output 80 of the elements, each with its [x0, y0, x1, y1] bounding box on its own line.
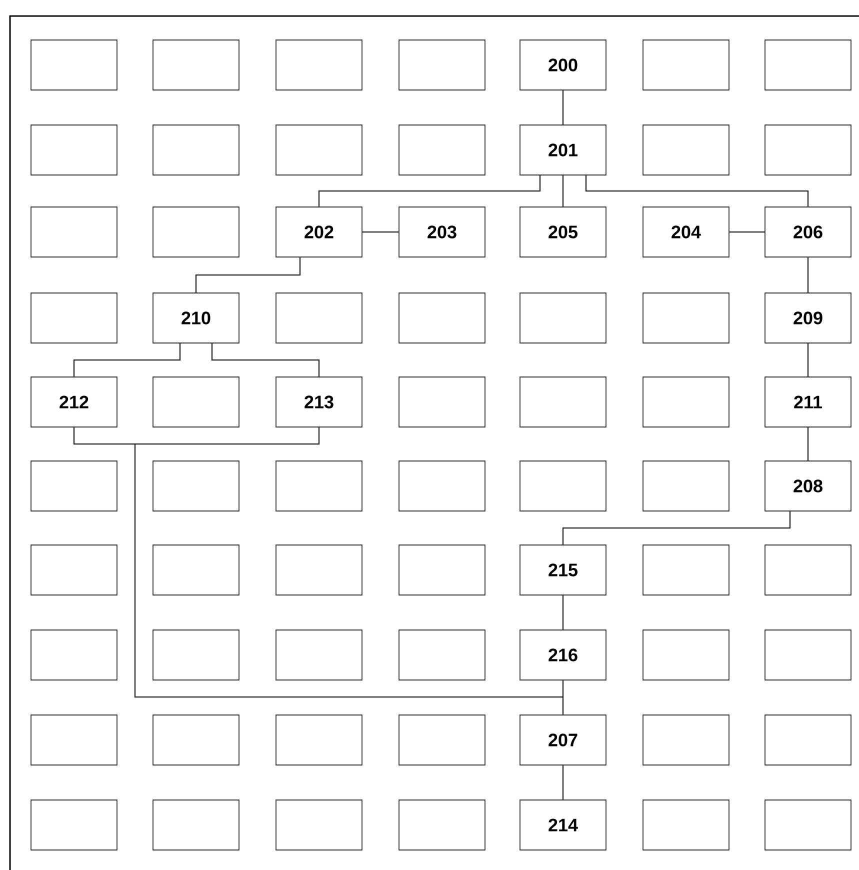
empty-box — [30, 460, 118, 512]
empty-box — [642, 460, 730, 512]
empty-box — [276, 630, 362, 680]
empty-box — [152, 376, 240, 428]
empty-box — [152, 40, 240, 90]
empty-box — [30, 630, 118, 680]
empty-box — [152, 460, 240, 512]
connector-line — [586, 174, 808, 208]
empty-box — [398, 40, 486, 90]
connector-line — [74, 342, 180, 378]
empty-box — [398, 800, 486, 850]
numbered-box: 203 — [398, 206, 486, 258]
connector-line — [562, 90, 564, 126]
numbered-box: 205 — [520, 206, 606, 258]
connector-line — [562, 174, 564, 208]
numbered-box: 207 — [520, 714, 606, 766]
empty-box — [642, 124, 730, 176]
empty-box — [642, 292, 730, 344]
numbered-box: 210 — [152, 292, 240, 344]
empty-box — [642, 630, 730, 680]
empty-box — [276, 124, 362, 176]
empty-box — [764, 124, 852, 176]
numbered-box: 206 — [764, 206, 852, 258]
connector-line — [318, 174, 540, 208]
empty-box — [398, 630, 486, 680]
empty-box — [152, 714, 240, 766]
empty-box — [642, 800, 730, 850]
empty-box — [30, 40, 118, 90]
empty-box — [276, 544, 362, 596]
numbered-box: 202 — [276, 206, 362, 258]
empty-box — [398, 376, 486, 428]
empty-box — [152, 206, 240, 258]
empty-box — [152, 124, 240, 176]
connector-line — [196, 256, 300, 294]
numbered-box: 204 — [642, 206, 730, 258]
empty-box — [642, 544, 730, 596]
empty-box — [276, 714, 362, 766]
numbered-box: 216 — [520, 630, 606, 680]
numbered-box: 208 — [764, 460, 852, 512]
empty-box — [398, 544, 486, 596]
empty-box — [398, 460, 486, 512]
empty-box — [764, 800, 852, 850]
empty-box — [398, 124, 486, 176]
empty-box — [764, 630, 852, 680]
numbered-box: 214 — [520, 800, 606, 850]
connector-line — [212, 342, 320, 378]
empty-box — [642, 376, 730, 428]
connector-line — [562, 764, 564, 800]
empty-box — [276, 460, 362, 512]
empty-box — [764, 40, 852, 90]
empty-box — [398, 292, 486, 344]
connector-line — [562, 510, 790, 546]
empty-box — [30, 124, 118, 176]
empty-box — [30, 714, 118, 766]
numbered-box: 211 — [764, 376, 852, 428]
empty-box — [276, 800, 362, 850]
numbered-box: 209 — [764, 292, 852, 344]
empty-box — [520, 376, 606, 428]
empty-box — [276, 292, 362, 344]
empty-box — [276, 40, 362, 90]
numbered-box: 215 — [520, 544, 606, 596]
empty-box — [398, 714, 486, 766]
empty-box — [152, 800, 240, 850]
empty-box — [764, 544, 852, 596]
empty-box — [30, 800, 118, 850]
empty-box — [152, 630, 240, 680]
empty-box — [642, 40, 730, 90]
numbered-box: 212 — [30, 376, 118, 428]
empty-box — [30, 206, 118, 258]
connector-line — [562, 594, 564, 630]
empty-box — [520, 292, 606, 344]
numbered-box: 213 — [276, 376, 362, 428]
empty-box — [520, 460, 606, 512]
numbered-box: 201 — [520, 124, 606, 176]
numbered-box: 200 — [520, 40, 606, 90]
empty-box — [642, 714, 730, 766]
empty-box — [30, 292, 118, 344]
empty-box — [30, 544, 118, 596]
empty-box — [764, 714, 852, 766]
empty-box — [152, 544, 240, 596]
